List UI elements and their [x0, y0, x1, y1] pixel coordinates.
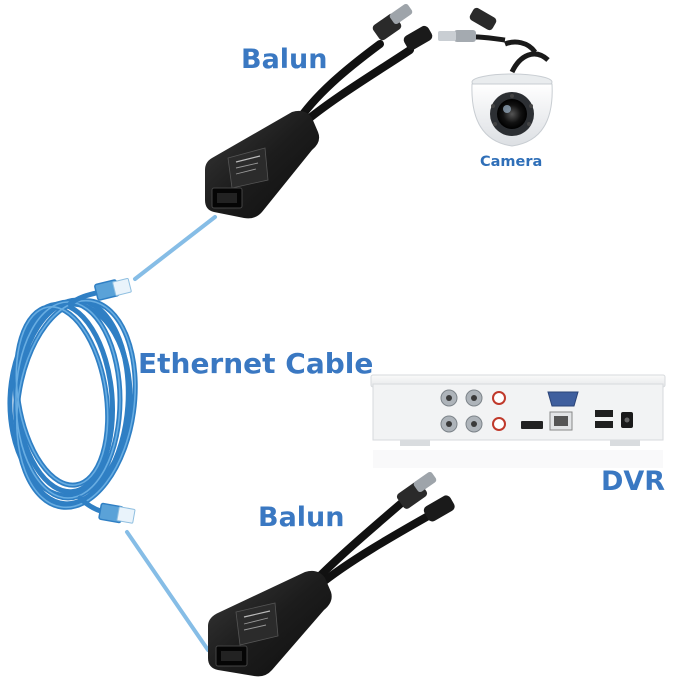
link-line-top — [133, 215, 217, 281]
dvr-icon — [370, 374, 666, 468]
balun-top-icon — [205, 3, 433, 219]
balun-top-label: Balun — [241, 44, 328, 75]
ethernet-cable-label: Ethernet Cable — [138, 347, 374, 380]
balun-bottom-icon — [208, 471, 455, 677]
balun-bottom-label: Balun — [258, 502, 345, 533]
camera-label: Camera — [480, 154, 543, 170]
dvr-label: DVR — [601, 466, 666, 497]
dome-camera-icon — [438, 7, 553, 147]
ethernet-cable-icon — [7, 277, 138, 524]
link-line-bottom — [125, 530, 210, 652]
